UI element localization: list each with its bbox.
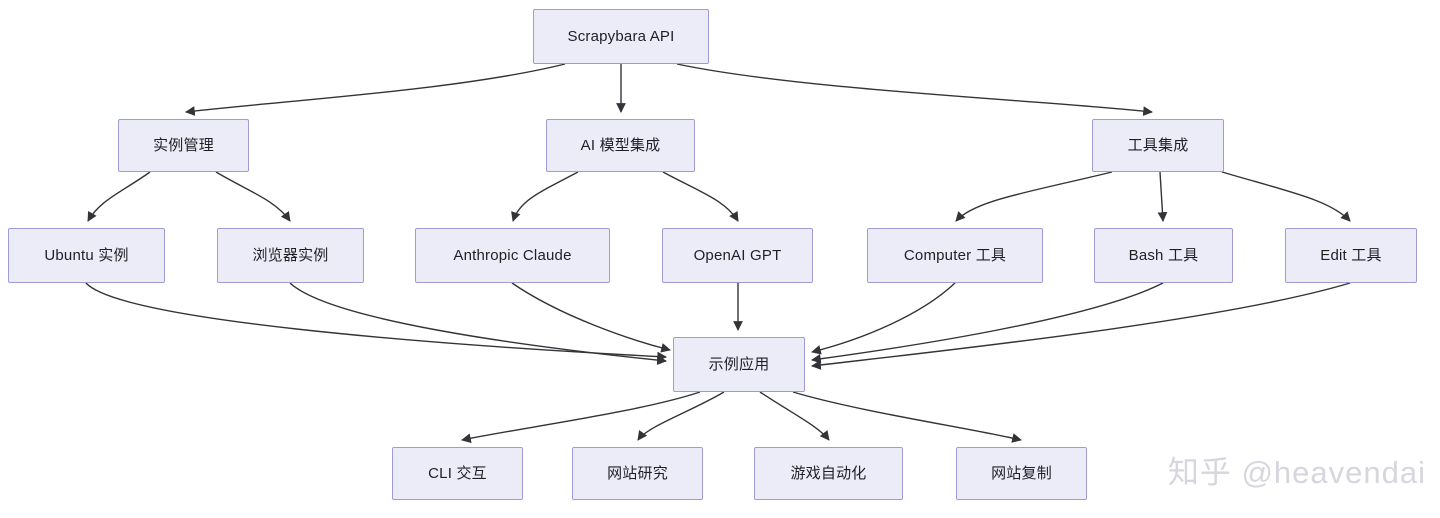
node-label: CLI 交互 bbox=[428, 465, 487, 482]
edge-examples-to-game bbox=[759, 391, 830, 441]
node-instance[interactable]: 实例管理 bbox=[118, 119, 249, 172]
node-examples[interactable]: 示例应用 bbox=[673, 337, 805, 392]
node-gpt[interactable]: OpenAI GPT bbox=[662, 228, 813, 283]
edge-browser-to-examples bbox=[289, 282, 667, 365]
node-clone[interactable]: 网站复制 bbox=[956, 447, 1087, 500]
node-label: OpenAI GPT bbox=[693, 247, 782, 264]
edge-examples-to-clone bbox=[792, 391, 1022, 443]
node-label: Scrapybara API bbox=[567, 28, 675, 45]
edge-tools-to-computer bbox=[955, 171, 1113, 222]
edge-model-to-gpt bbox=[662, 171, 739, 222]
node-research[interactable]: 网站研究 bbox=[572, 447, 703, 500]
node-label: 网站复制 bbox=[991, 465, 1052, 482]
edge-api-to-instance bbox=[185, 63, 566, 116]
node-label: Anthropic Claude bbox=[453, 247, 572, 264]
edge-computer-to-examples bbox=[811, 282, 956, 355]
node-label: Ubuntu 实例 bbox=[44, 247, 129, 264]
edge-api-to-tools bbox=[676, 63, 1153, 116]
node-bash[interactable]: Bash 工具 bbox=[1094, 228, 1233, 283]
node-label: Bash 工具 bbox=[1128, 247, 1199, 264]
node-label: 示例应用 bbox=[708, 356, 770, 373]
edge-ubuntu-to-examples bbox=[85, 282, 667, 362]
node-label: 游戏自动化 bbox=[790, 465, 867, 482]
edge-tools-to-bash bbox=[1157, 171, 1168, 222]
node-claude[interactable]: Anthropic Claude bbox=[415, 228, 610, 283]
edge-instance-to-ubuntu bbox=[87, 171, 151, 222]
edge-claude-to-examples bbox=[511, 282, 671, 353]
edge-model-to-claude bbox=[511, 171, 579, 222]
edge-examples-to-research bbox=[637, 391, 725, 441]
node-tools[interactable]: 工具集成 bbox=[1092, 119, 1224, 172]
edge-tools-to-edit bbox=[1221, 171, 1351, 222]
node-label: 工具集成 bbox=[1127, 137, 1189, 154]
edge-edit-to-examples bbox=[811, 282, 1351, 370]
edge-instance-to-browser bbox=[215, 171, 291, 222]
edge-examples-to-cli bbox=[461, 391, 701, 444]
node-browser[interactable]: 浏览器实例 bbox=[217, 228, 364, 283]
node-edit[interactable]: Edit 工具 bbox=[1285, 228, 1417, 283]
node-model[interactable]: AI 模型集成 bbox=[546, 119, 695, 172]
node-cli[interactable]: CLI 交互 bbox=[392, 447, 523, 500]
node-label: AI 模型集成 bbox=[580, 137, 661, 154]
edge-bash-to-examples bbox=[811, 282, 1164, 364]
node-label: Computer 工具 bbox=[903, 247, 1007, 264]
node-computer[interactable]: Computer 工具 bbox=[867, 228, 1043, 283]
node-label: Edit 工具 bbox=[1320, 247, 1382, 264]
watermark: 知乎 @heavendai bbox=[1167, 455, 1426, 490]
node-label: 浏览器实例 bbox=[252, 247, 329, 264]
node-ubuntu[interactable]: Ubuntu 实例 bbox=[8, 228, 165, 283]
node-game[interactable]: 游戏自动化 bbox=[754, 447, 903, 500]
node-api[interactable]: Scrapybara API bbox=[533, 9, 709, 64]
node-label: 网站研究 bbox=[607, 465, 668, 482]
node-label: 实例管理 bbox=[153, 137, 214, 154]
